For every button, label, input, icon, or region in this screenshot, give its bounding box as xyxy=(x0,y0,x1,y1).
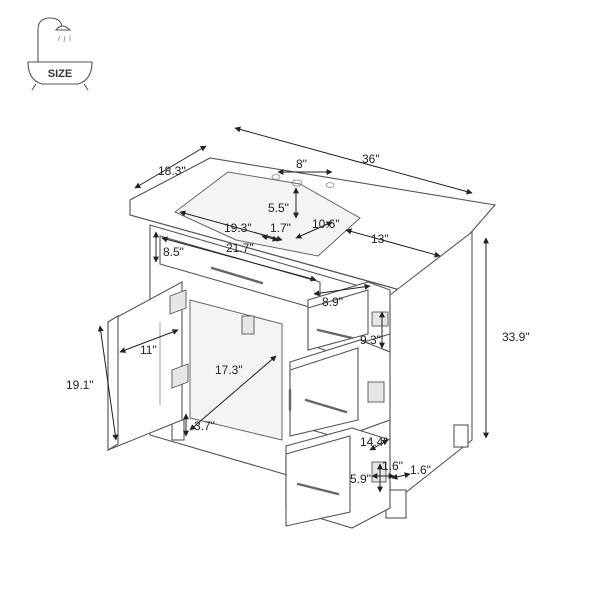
open-drawer-1 xyxy=(307,281,391,353)
vanity-drawing xyxy=(107,157,497,529)
interior-hinge xyxy=(241,315,255,335)
dim-basin-width: 19.3" xyxy=(224,221,252,235)
dim-faucet-offset: 1.7" xyxy=(270,221,291,235)
size-badge: SIZE xyxy=(27,17,93,91)
dim-leg-depth: 1.6" xyxy=(410,463,431,477)
dim-leg-width: 1.6" xyxy=(382,459,403,473)
back-leg xyxy=(453,424,469,448)
open-drawer-2 xyxy=(288,339,391,439)
door-hinge-top xyxy=(169,289,187,315)
cabinet-side xyxy=(389,230,473,507)
dim-faucet-spread: 8" xyxy=(296,157,307,171)
dimension-lines xyxy=(97,126,489,493)
dim-door-height: 19.1" xyxy=(66,378,94,392)
dim-bottom-drawer-height: 5.9" xyxy=(350,472,371,486)
dim-cabinet-opening: 17.3" xyxy=(215,363,243,377)
drawer-1-handle xyxy=(316,328,354,340)
bathtub-shower-icon xyxy=(27,17,93,91)
drawer-3-handle xyxy=(296,482,340,496)
dim-basin-to-right: 13" xyxy=(371,232,389,246)
dim-small-drawer-height: 9.3" xyxy=(360,333,381,347)
dim-door-width: 11" xyxy=(140,343,157,357)
dim-small-drawer-width: 8.9" xyxy=(322,295,343,309)
size-badge-label: SIZE xyxy=(48,68,72,80)
dim-depth: 18.3" xyxy=(158,164,186,178)
door-hinge-bottom xyxy=(171,363,189,389)
dim-width: 36" xyxy=(362,152,380,166)
dimension-labels: 36" 18.3" 8" 5.5" 19.3" 1.7" 10.6" 13" 8… xyxy=(66,152,530,486)
dim-faucet-to-basin: 5.5" xyxy=(268,201,289,215)
dim-drawer-depth: 14.4" xyxy=(360,435,388,449)
dim-top-drawer-width: 21.7" xyxy=(226,241,254,255)
drawer-2-handle xyxy=(304,398,348,414)
dim-overall-height: 33.9" xyxy=(502,330,530,344)
dim-toe-kick: 3.7" xyxy=(194,419,215,433)
dim-basin-depth: 10.6" xyxy=(312,217,340,231)
dim-top-drawer-height: 8.5" xyxy=(163,245,184,259)
